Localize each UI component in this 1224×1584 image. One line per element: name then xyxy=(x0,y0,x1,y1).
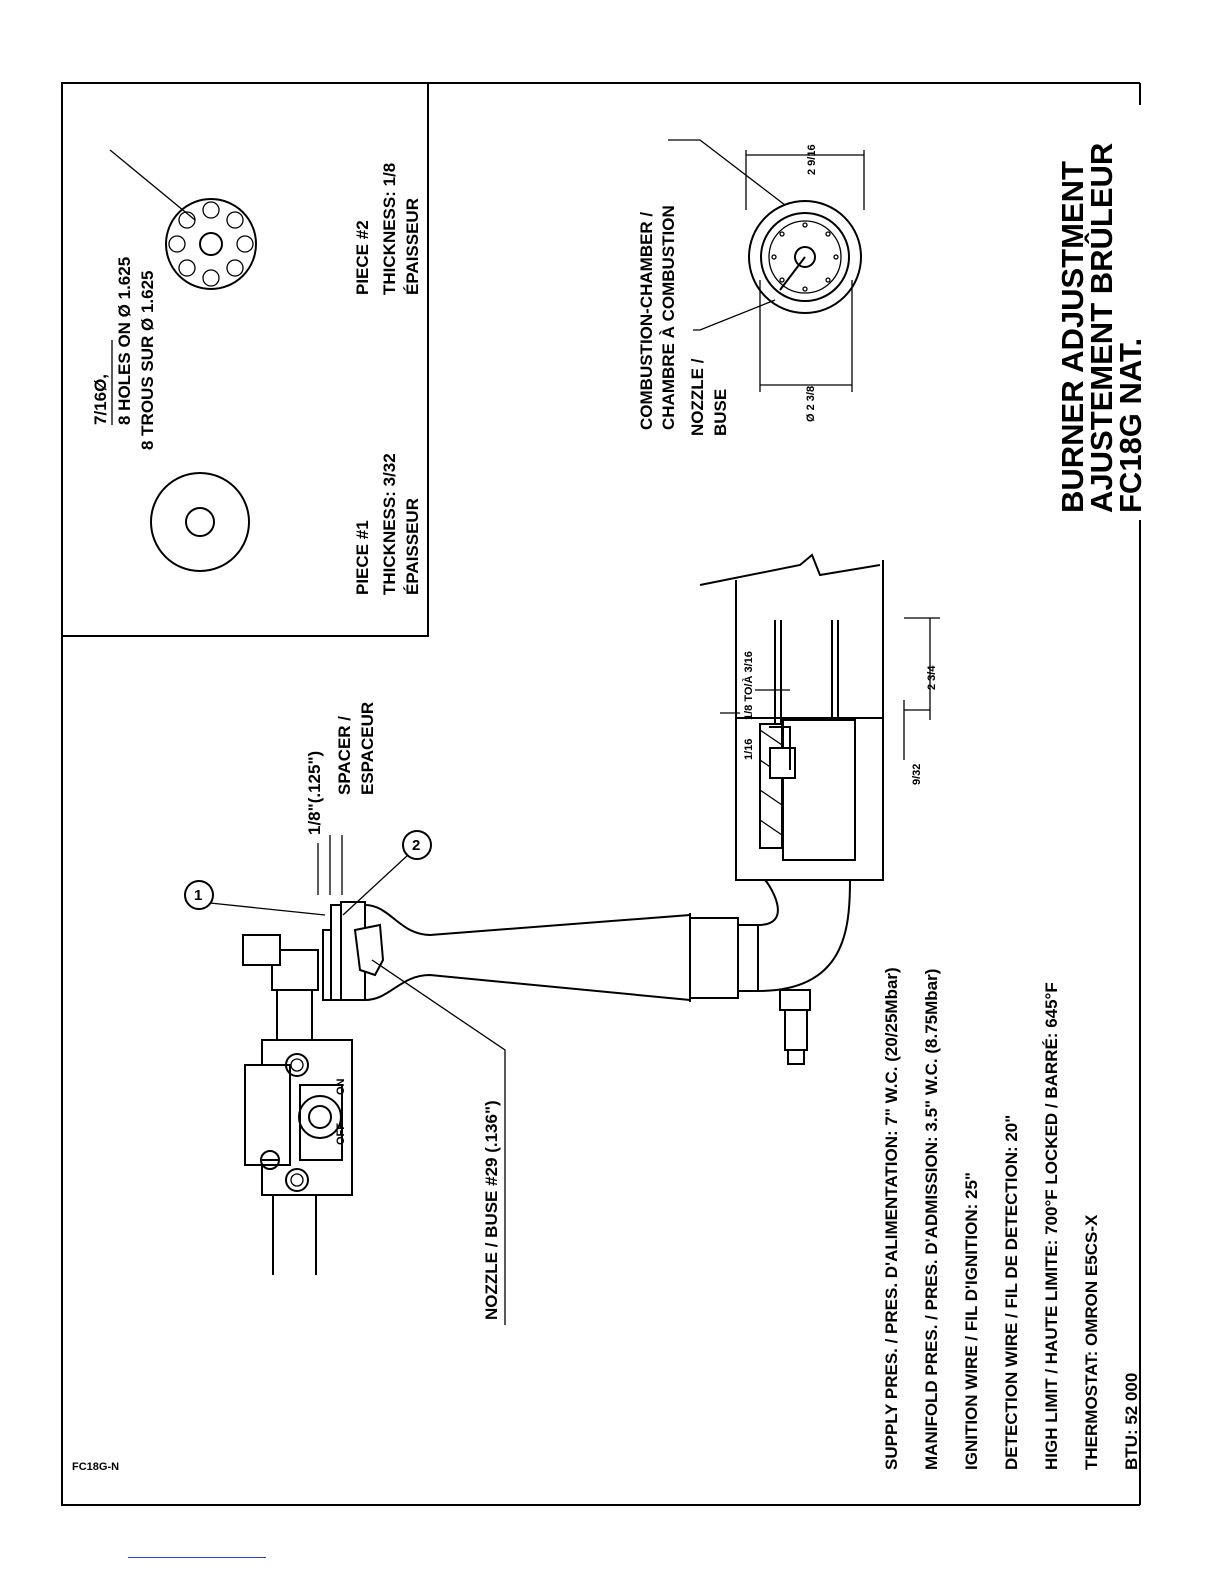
holes-en: 8 HOLES ON Ø 1.625 xyxy=(115,257,134,425)
drawing-frame xyxy=(61,82,1141,1506)
callout-1-label: 1 xyxy=(194,887,202,904)
title-line1: BURNER ADJUSTMENT xyxy=(1055,161,1090,513)
piece2-thickness-fr: ÉPAISSEUR xyxy=(403,198,422,295)
holes-diameter: 7/16Ø, xyxy=(91,374,110,425)
holes-fr: 8 TROUS SUR Ø 1.625 xyxy=(138,270,157,450)
chamber-fr: CHAMBRE À COMBUSTION xyxy=(659,205,678,430)
callout-1: 1 xyxy=(184,880,326,916)
dim-d1: 1/16 xyxy=(743,739,755,760)
nozzle-en: NOZZLE / xyxy=(688,358,707,436)
drawing-code: FC18G-N xyxy=(72,1461,119,1473)
spacer-fr: ESPACEUR xyxy=(358,702,377,795)
callout-2-label: 2 xyxy=(412,837,420,854)
title-line2: AJUSTEMENT BRÛLEUR xyxy=(1083,143,1119,513)
dim-gap: 1/8 TO/À 3/16 xyxy=(742,651,755,720)
callout-2: 2 xyxy=(342,830,432,916)
piece2-plate xyxy=(109,149,257,290)
chamber-en: COMBUSTION-CHAMBER / xyxy=(637,212,656,430)
piece1-washer xyxy=(150,472,250,572)
combustion-chamber-view xyxy=(668,139,865,392)
venturi-tube xyxy=(364,879,851,1065)
nozzle-label: NOZZLE / BUSE #29 (.136") xyxy=(482,1100,501,1320)
spacer-dim: 1/8"(.125") xyxy=(305,751,324,835)
piece1-thickness: THICKNESS: 3/32 xyxy=(380,453,399,595)
spec-manifold: MANIFOLD PRES. / PRES. D'ADMISSION: 3.5"… xyxy=(922,969,941,1470)
gas-valve: ON OFF xyxy=(242,934,353,1275)
spec-list: SUPPLY PRES. / PRES. D'ALIMENTATION: 7" … xyxy=(882,967,1141,1470)
dim-d2: 9/32 xyxy=(911,764,923,785)
valve-on-label: ON xyxy=(335,1078,347,1095)
dim-top: 2 9/16 xyxy=(806,144,818,175)
orifice-assembly xyxy=(322,901,385,1001)
footer-underline[interactable] xyxy=(128,1557,266,1558)
piece1-thickness-fr: ÉPAISSEUR xyxy=(403,498,422,595)
spec-high-limit: HIGH LIMIT / HAUTE LIMITE: 700°F LOCKED … xyxy=(1042,982,1061,1470)
dim-bottom: Ø 2 3/8 xyxy=(805,386,817,422)
piece2-name: PIECE #2 xyxy=(353,220,372,295)
spec-supply: SUPPLY PRES. / PRES. D'ALIMENTATION: 7" … xyxy=(882,967,901,1470)
valve-off-label: OFF xyxy=(335,1123,347,1145)
burner-head xyxy=(699,553,940,881)
spacer-en: SPACER / xyxy=(335,716,354,795)
spec-btu: BTU: 52 000 xyxy=(1122,1373,1141,1470)
spec-thermostat: THERMOSTAT: OMRON E5CS-X xyxy=(1082,1214,1101,1470)
dim-d3: 2 3/4 xyxy=(926,665,938,690)
title-line3: FC18G NAT. xyxy=(1113,338,1148,513)
spec-ignition: IGNITION WIRE / FIL D'IGNITION: 25" xyxy=(962,1172,981,1470)
spec-detection: DETECTION WIRE / FIL DE DETECTION: 20" xyxy=(1002,1115,1021,1470)
piece1-name: PIECE #1 xyxy=(353,520,372,595)
piece2-thickness: THICKNESS: 1/8 xyxy=(380,163,399,295)
inset-box xyxy=(62,83,429,637)
nozzle-fr: BUSE xyxy=(711,389,730,436)
